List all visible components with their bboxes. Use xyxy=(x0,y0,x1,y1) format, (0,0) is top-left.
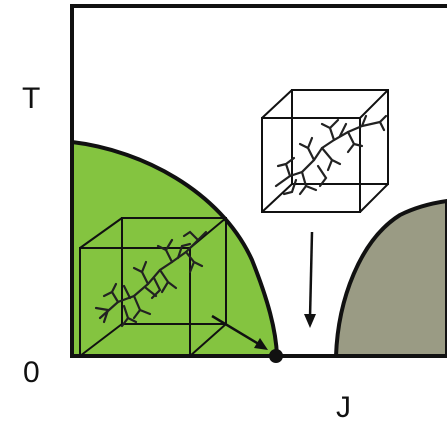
arrow-down xyxy=(304,231,316,328)
gray-phase-region xyxy=(333,198,447,358)
x-axis-label: J xyxy=(336,391,351,424)
fractal-cluster xyxy=(94,230,208,328)
origin-label: 0 xyxy=(23,356,40,389)
cube-with-fractal-cluster-icon xyxy=(261,89,389,213)
arrow-to-critical-point xyxy=(211,314,268,350)
fractal-cluster xyxy=(274,114,388,196)
cube-with-fractal-cluster-icon xyxy=(79,217,227,357)
green-phase-boundary xyxy=(71,140,279,357)
critical-point xyxy=(269,349,283,363)
y-axis-label: T xyxy=(22,82,41,115)
